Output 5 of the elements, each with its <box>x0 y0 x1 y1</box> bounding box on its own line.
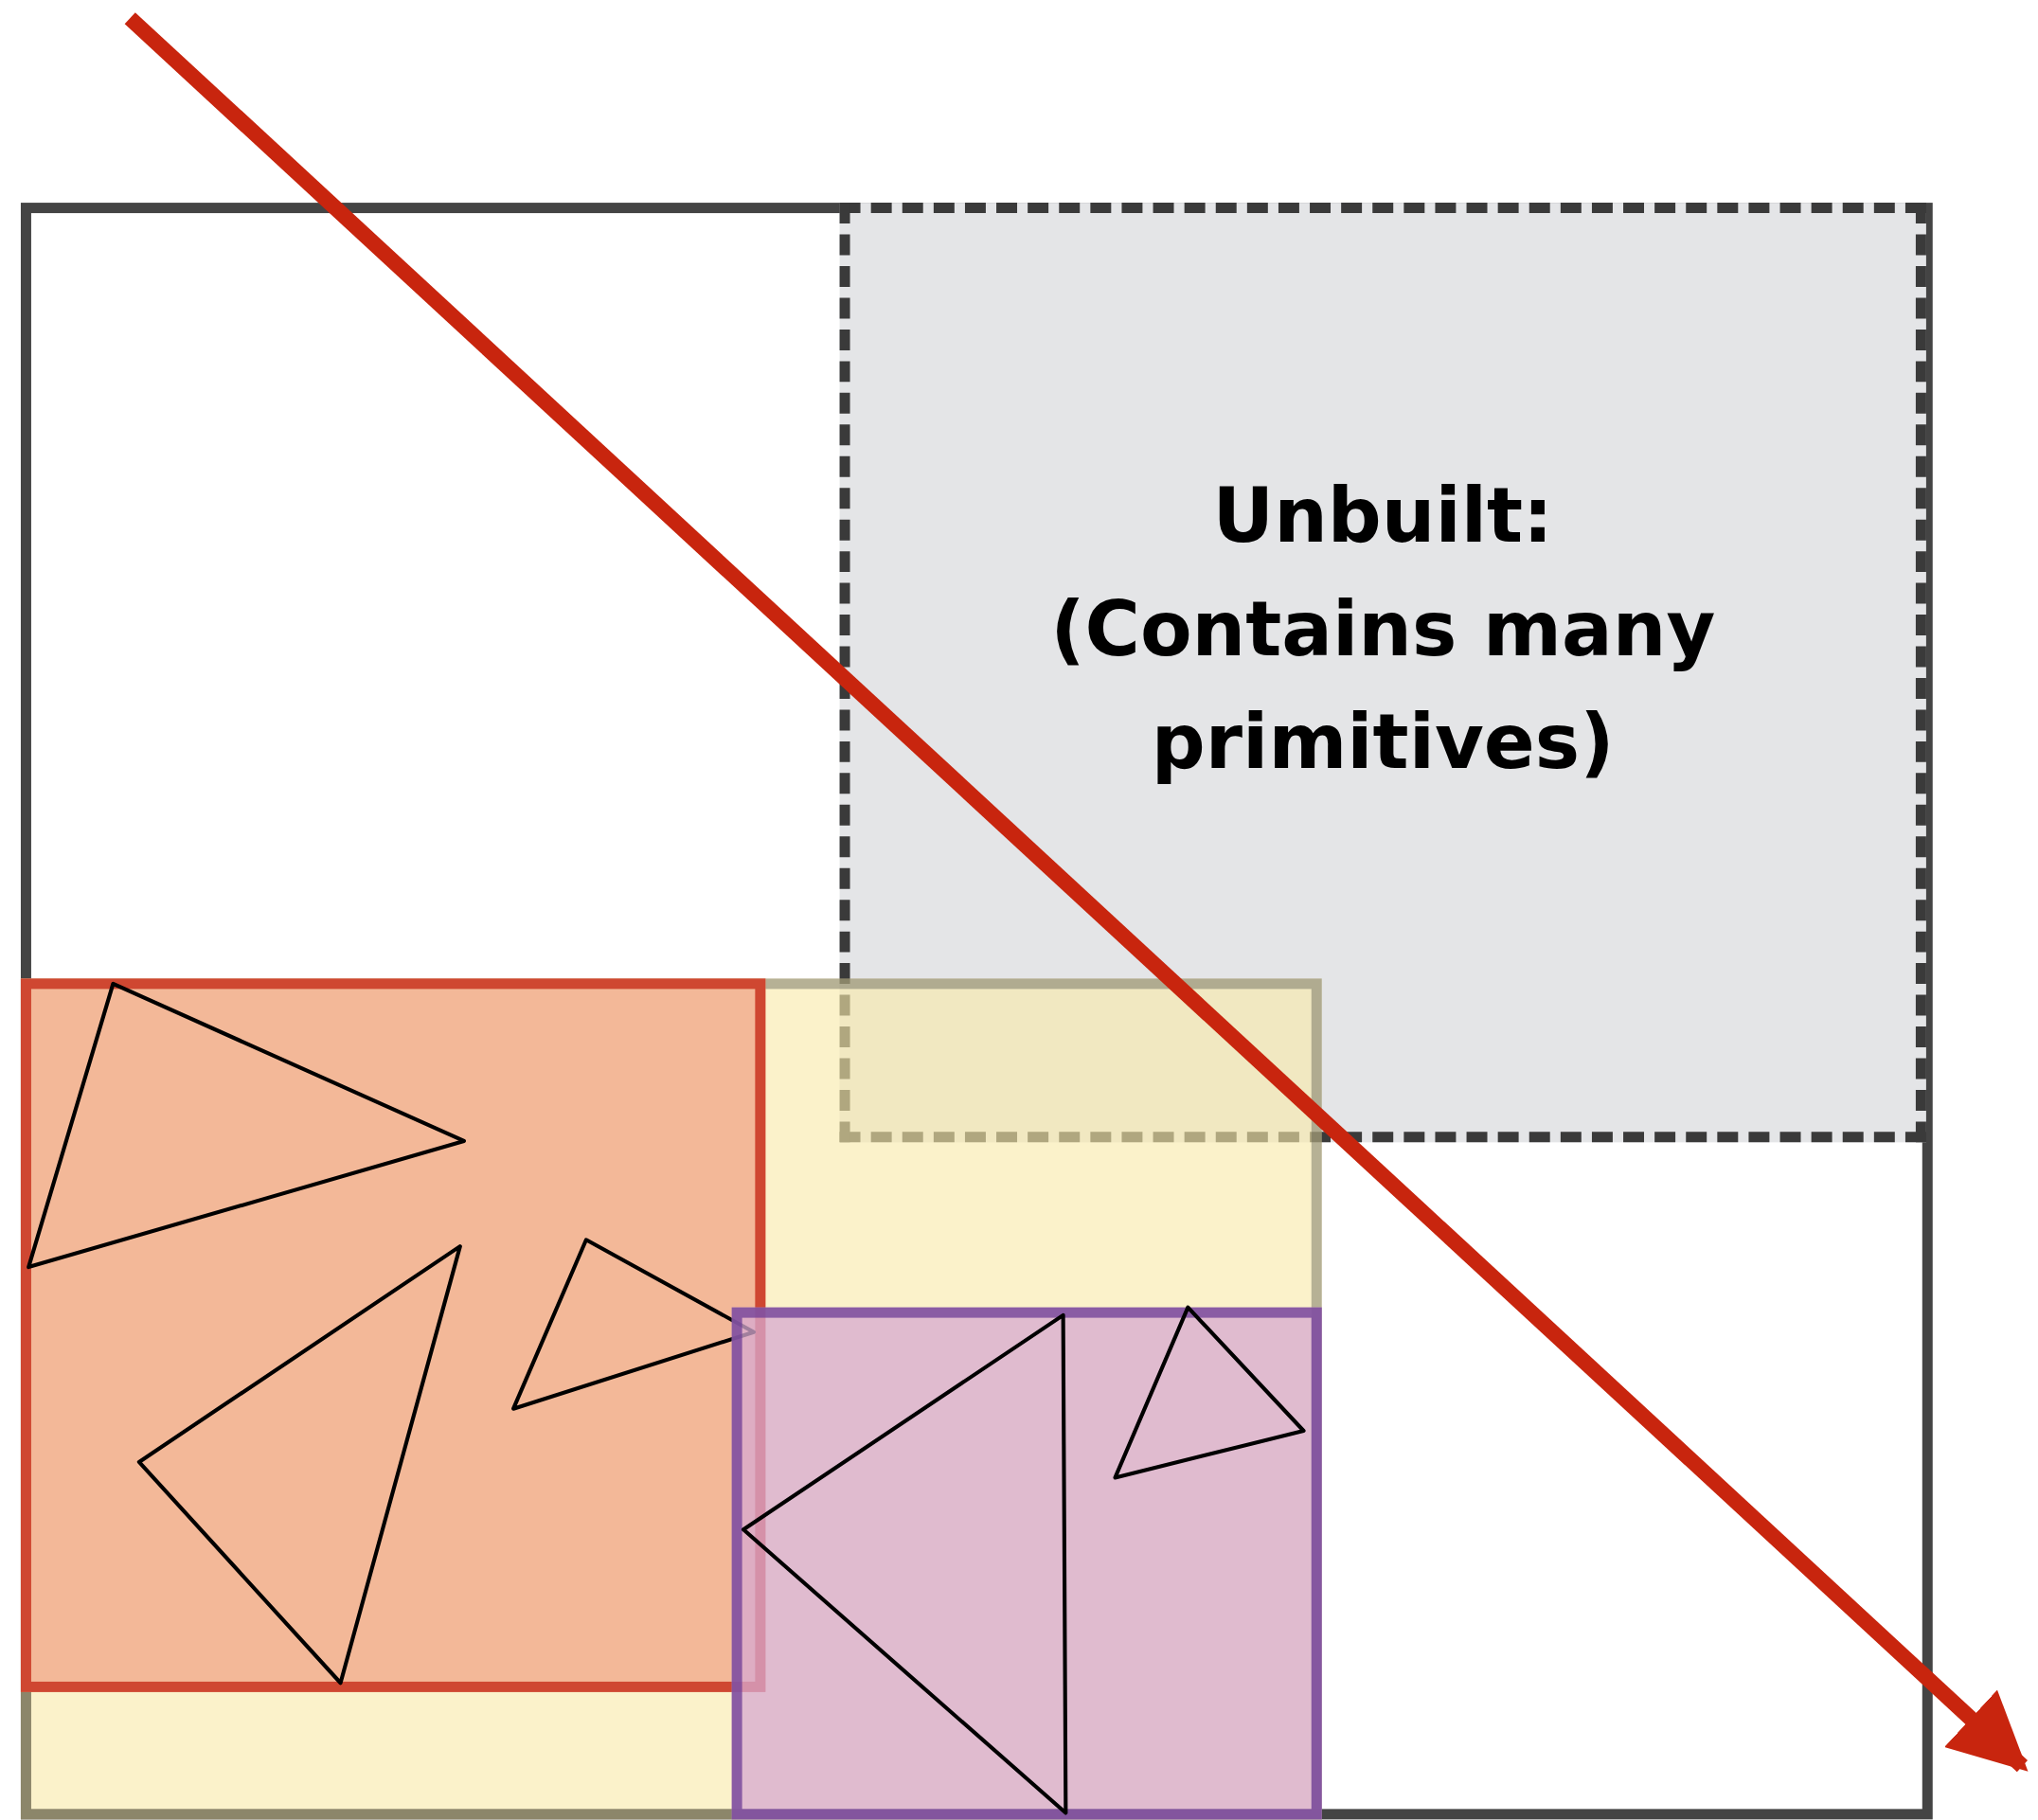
bounding-box <box>20 203 1933 1820</box>
node-label: (Contains many primitives) <box>1049 583 1717 789</box>
node-label: Unbuilt: <box>1212 471 1553 562</box>
bounding-box <box>20 978 1322 1820</box>
unbuilt-region-box <box>839 203 1926 1143</box>
